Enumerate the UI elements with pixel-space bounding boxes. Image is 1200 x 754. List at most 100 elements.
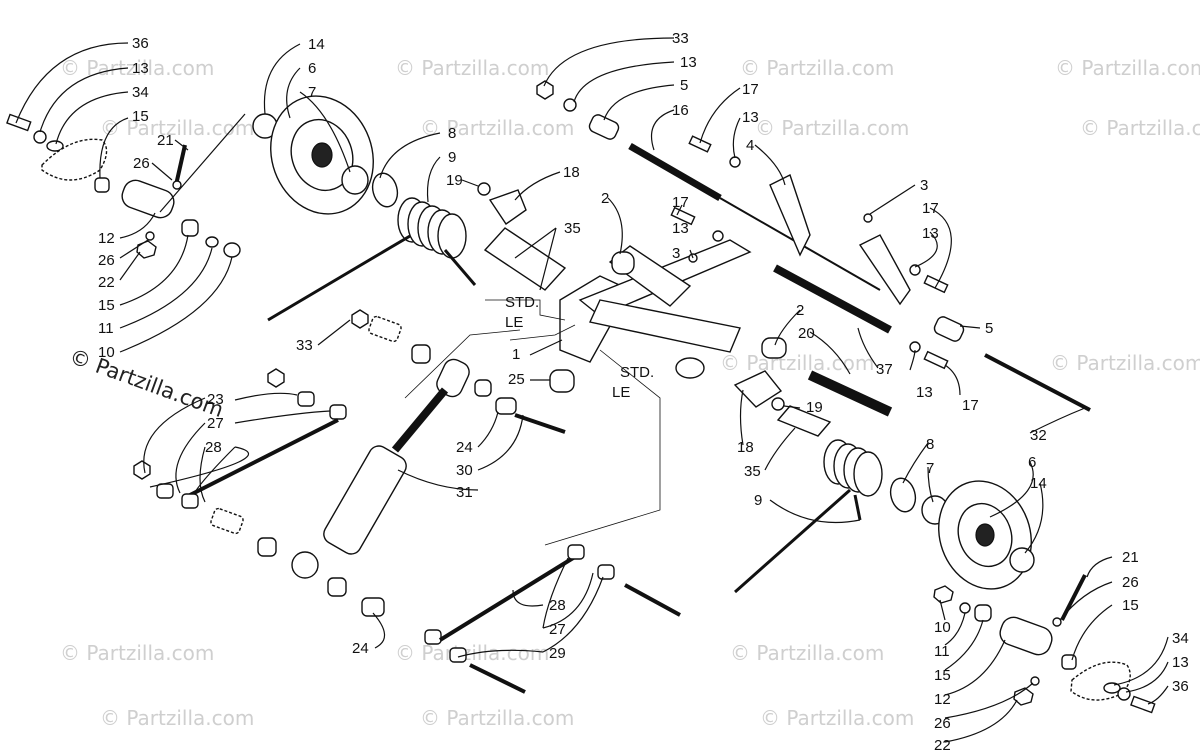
bushing-27-bottom	[424, 629, 442, 645]
bolt-30	[514, 413, 566, 434]
nut-33-top	[536, 80, 554, 100]
bushing-2-upper	[611, 251, 635, 275]
bushing-24-lower	[361, 597, 385, 617]
callout-13: 13	[680, 54, 697, 71]
shaft-end-le	[675, 357, 705, 379]
callout-22: 22	[934, 737, 951, 754]
washer-11-lower	[959, 602, 971, 614]
bushing-shock-upper	[411, 344, 431, 364]
snap-ring-8-lower	[889, 477, 917, 513]
bushing-15-lower	[974, 604, 992, 622]
callout-4: 4	[746, 137, 754, 154]
callout-8: 8	[448, 125, 456, 142]
callout-22: 22	[98, 274, 115, 291]
watermark: © Partzilla.com	[730, 641, 884, 665]
washer-34-upper	[46, 140, 64, 152]
nut-10-upper	[223, 242, 241, 258]
bushing-27-lower-b	[181, 493, 199, 509]
watermark: © Partzilla.com	[60, 641, 214, 665]
callout-10: 10	[934, 619, 951, 636]
bushing-27-right-b	[597, 564, 615, 580]
callout-35: 35	[744, 463, 761, 480]
washer-13-right	[909, 264, 921, 276]
label-le-lower: LE	[612, 384, 630, 401]
label-le-upper: LE	[505, 314, 523, 331]
bushing-15-upper	[94, 177, 110, 193]
watermark: © Partzilla.com	[720, 351, 874, 375]
arm-28-upper	[189, 418, 339, 497]
callout-12: 12	[934, 691, 951, 708]
washer-26-upper-right	[1052, 617, 1062, 627]
callout-26: 26	[133, 155, 150, 172]
callout-20: 20	[798, 325, 815, 342]
callout-5: 5	[985, 320, 993, 337]
callout-26: 26	[1122, 574, 1139, 591]
callout-36: 36	[132, 35, 149, 52]
idler-wheel-center-lower	[975, 523, 995, 547]
nut-33-left	[351, 309, 369, 329]
callout-18: 18	[563, 164, 580, 181]
arm-28-lower	[438, 553, 580, 642]
bearing-7-upper	[341, 165, 369, 195]
washer-13-mid	[729, 156, 741, 168]
callout-15: 15	[98, 297, 115, 314]
bolt-17-top	[688, 135, 712, 153]
shock-eye-lower	[291, 551, 319, 579]
leader-lines	[15, 37, 1169, 743]
bolt-32	[984, 353, 1091, 412]
callout-28: 28	[549, 597, 566, 614]
bushing-27-lower	[156, 483, 174, 499]
callout-37: 37	[876, 361, 893, 378]
bushing-shock-mid	[474, 379, 492, 397]
callout-15: 15	[1122, 597, 1139, 614]
nut-23-upper	[267, 368, 285, 388]
bushing-15-far	[1061, 654, 1077, 670]
washer-13-mid2	[712, 230, 724, 242]
callout-13: 13	[742, 109, 759, 126]
watermark: © Partzilla.com	[60, 56, 214, 80]
callout-27: 27	[207, 415, 224, 432]
watermark: © Partzilla.com	[420, 116, 574, 140]
bushing-27-upper-b	[329, 404, 347, 420]
callout-2: 2	[601, 190, 609, 207]
bracket-18-upper	[488, 189, 527, 225]
callout-29: 29	[549, 645, 566, 662]
callout-17: 17	[742, 81, 759, 98]
watermark: © Partzilla.com	[760, 706, 914, 730]
callout-9: 9	[448, 149, 456, 166]
callout-35: 35	[564, 220, 581, 237]
label-std-upper: STD.	[505, 294, 539, 311]
callout-16: 16	[672, 102, 689, 119]
bushing-5-right	[933, 316, 965, 342]
bolt-17-right	[923, 274, 949, 294]
callout-21: 21	[1122, 549, 1139, 566]
bolt-36-lower	[1130, 695, 1156, 714]
spacer-14-lower	[1009, 547, 1035, 573]
axle-cap-upper	[41, 138, 108, 181]
callout-13: 13	[1172, 654, 1189, 671]
callout-8: 8	[926, 436, 934, 453]
watermark: © Partzilla.com	[740, 56, 894, 80]
callout-26: 26	[934, 715, 951, 732]
callout-14: 14	[308, 36, 325, 53]
callout-26: 26	[98, 252, 115, 269]
callout-14: 14	[1030, 475, 1047, 492]
bushing-2-lower	[761, 337, 787, 359]
shock-absorber-31	[323, 445, 407, 555]
bushing-25	[549, 369, 575, 393]
spacer-left-lower	[210, 507, 244, 535]
callout-9: 9	[754, 492, 762, 509]
callout-2: 2	[796, 302, 804, 319]
bushing-24-upper	[495, 397, 517, 415]
idler-wheel-center-upper	[311, 142, 333, 168]
callout-28: 28	[205, 439, 222, 456]
plug-3	[863, 213, 873, 223]
watermark: © Partzilla.com	[395, 641, 549, 665]
callout-34: 34	[1172, 630, 1189, 647]
callout-3: 3	[920, 177, 928, 194]
callout-numbers: 36 13 34 15 21 26 12 26 22 15 11 10 14 6…	[98, 30, 1189, 754]
watermark: © Partzilla.com	[755, 116, 909, 140]
callout-23: 23	[207, 391, 224, 408]
bracket-4	[769, 174, 811, 257]
torsion-spring-9-upper	[267, 197, 477, 322]
